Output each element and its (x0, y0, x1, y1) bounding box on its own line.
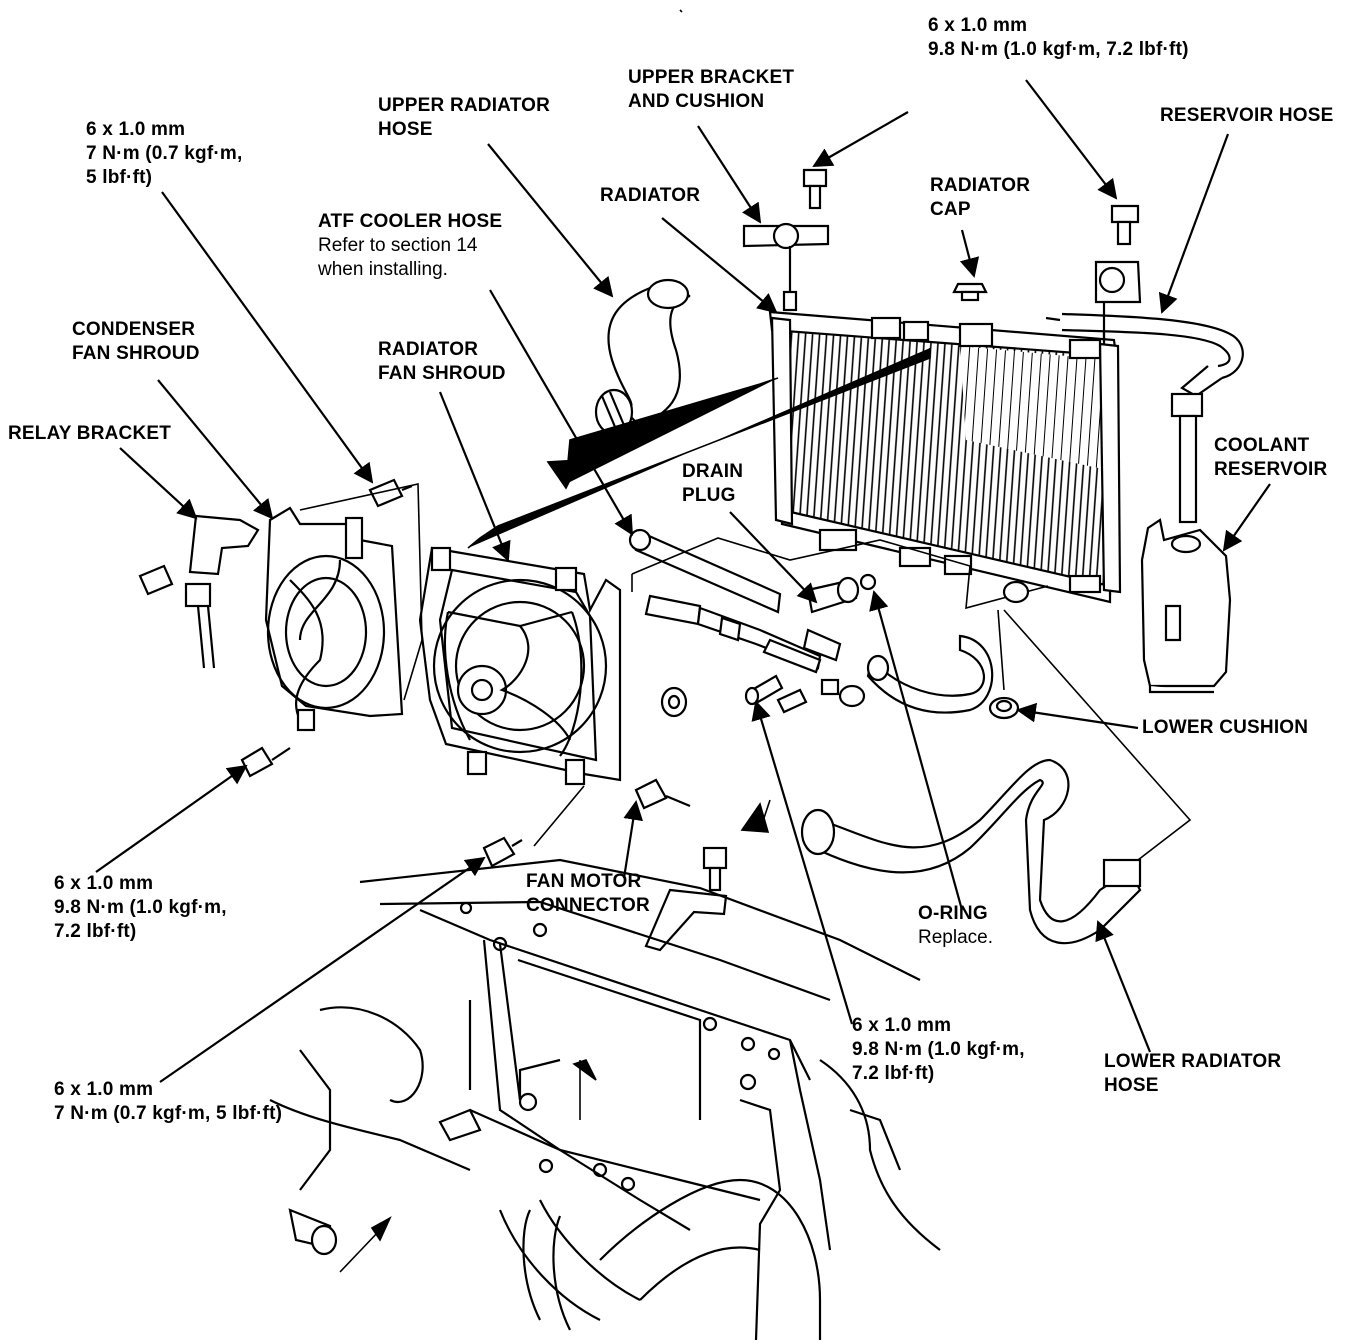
coolant-reservoir-art (1140, 518, 1232, 694)
mid-bolt-size: 6 x 1.0 mm (852, 1015, 952, 1036)
label-radiator: RADIATOR (600, 184, 700, 208)
label-lower-cushion: LOWER CUSHION (1142, 716, 1308, 740)
upper-bracket-center-art (742, 168, 830, 312)
drain-plug-line2: PLUG (682, 485, 736, 506)
condenser-fan-shroud-art (264, 506, 404, 732)
upper-radiator-hose-line1: UPPER RADIATOR (378, 95, 551, 116)
label-left-bolt-large-spec: 6 x 1.0 mm 9.8 N·m (1.0 kgf·m, 7.2 lbf·f… (54, 872, 227, 944)
top-bolt-torque: 9.8 N·m (1.0 kgf·m, 7.2 lbf·ft) (928, 39, 1189, 60)
mid-bolt-torque: 9.8 N·m (1.0 kgf·m, (852, 1039, 1025, 1060)
relay-bracket-art (138, 514, 260, 669)
left-bolts-art (240, 478, 523, 868)
label-reservoir-hose: RESERVOIR HOSE (1160, 104, 1334, 128)
leader-lines (95, 79, 1271, 1083)
fan-motor-connector-line1: FAN MOTOR (526, 871, 642, 892)
label-o-ring: O-RING Replace. (918, 902, 993, 950)
atf-cooler-hose-art (628, 528, 860, 696)
left-bolt-small-torque: 7 N·m (0.7 kgf·m, (86, 143, 243, 164)
left-bolt-small-torque-cont: 5 lbf·ft) (86, 167, 153, 188)
left-bolt-small-size: 6 x 1.0 mm (86, 119, 186, 140)
label-lower-radiator-hose: LOWER RADIATOR HOSE (1104, 1050, 1281, 1098)
direction-arrows (339, 348, 1192, 1273)
lower-radiator-hose-line2: HOSE (1104, 1075, 1159, 1096)
o-ring-line1: O-RING (918, 903, 988, 924)
radiator-cap-art (952, 282, 988, 302)
mid-bolts-art (634, 674, 866, 952)
upper-bracket-right-art (1094, 204, 1142, 342)
label-coolant-reservoir: COOLANT RESERVOIR (1214, 434, 1327, 482)
left-bolt-large-torque-cont: 7.2 lbf·ft) (54, 921, 137, 942)
upper-radiator-hose-art (594, 278, 691, 436)
upper-radiator-hose-line2: HOSE (378, 119, 433, 140)
leader-lines-plain (299, 9, 683, 847)
upper-bracket-line2: AND CUSHION (628, 91, 765, 112)
o-ring-note: Replace. (918, 927, 993, 948)
bottom-bolt-size: 6 x 1.0 mm (54, 1079, 154, 1100)
label-bottom-bolt-spec: 6 x 1.0 mm 7 N·m (0.7 kgf·m, 5 lbf·ft) (54, 1078, 282, 1126)
label-upper-radiator-hose: UPPER RADIATOR HOSE (378, 94, 550, 142)
reservoir-hose-line1: RESERVOIR HOSE (1160, 105, 1334, 126)
lower-radiator-hose-line1: LOWER RADIATOR (1104, 1051, 1282, 1072)
relay-bracket-line1: RELAY BRACKET (8, 423, 172, 444)
radiator-line1: RADIATOR (600, 185, 701, 206)
atf-cooler-hose-line1: ATF COOLER HOSE (318, 211, 503, 232)
radiator-fan-shroud-line2: FAN SHROUD (378, 363, 506, 384)
lower-radiator-hose-art (800, 758, 1142, 945)
label-top-bolt-spec: 6 x 1.0 mm 9.8 N·m (1.0 kgf·m, 7.2 lbf·f… (928, 14, 1189, 62)
label-left-bolt-small-spec: 6 x 1.0 mm 7 N·m (0.7 kgf·m, 5 lbf·ft) (86, 118, 243, 190)
coolant-reservoir-line2: RESERVOIR (1214, 459, 1328, 480)
left-bolt-large-torque: 9.8 N·m (1.0 kgf·m, (54, 897, 227, 918)
small-lower-hose-art (866, 634, 994, 714)
reservoir-hose-art (1045, 312, 1244, 524)
radiator-fan-shroud-art (418, 546, 622, 786)
drain-plug-line1: DRAIN (682, 461, 744, 482)
bottom-bolt-torque: 7 N·m (0.7 kgf·m, 5 lbf·ft) (54, 1103, 283, 1124)
label-condenser-fan-shroud: CONDENSER FAN SHROUD (72, 318, 200, 366)
radiator-fan-shroud-line1: RADIATOR (378, 339, 479, 360)
label-atf-cooler-hose: ATF COOLER HOSE Refer to section 14 when… (318, 210, 502, 282)
label-upper-bracket: UPPER BRACKET AND CUSHION (628, 66, 794, 114)
label-fan-motor-connector: FAN MOTOR CONNECTOR (526, 870, 650, 918)
label-radiator-cap: RADIATOR CAP (930, 174, 1030, 222)
lower-cushion-line1: LOWER CUSHION (1142, 717, 1309, 738)
o-ring-art (859, 573, 1030, 720)
condenser-fan-shroud-line1: CONDENSER (72, 319, 196, 340)
mid-bolt-torque-cont: 7.2 lbf·ft) (852, 1063, 935, 1084)
label-mid-bolt-spec: 6 x 1.0 mm 9.8 N·m (1.0 kgf·m, 7.2 lbf·f… (852, 1014, 1025, 1086)
top-bolt-size: 6 x 1.0 mm (928, 15, 1028, 36)
label-relay-bracket: RELAY BRACKET (8, 422, 171, 446)
coolant-reservoir-line1: COOLANT (1214, 435, 1310, 456)
atf-cooler-hose-note2: when installing. (318, 259, 448, 280)
left-bolt-large-size: 6 x 1.0 mm (54, 873, 154, 894)
atf-cooler-hose-note1: Refer to section 14 (318, 235, 478, 256)
radiator-cap-line2: CAP (930, 199, 971, 220)
condenser-fan-shroud-line2: FAN SHROUD (72, 343, 200, 364)
upper-bracket-line1: UPPER BRACKET (628, 67, 795, 88)
fan-motor-connector-line2: CONNECTOR (526, 895, 650, 916)
radiator-core (768, 310, 1122, 604)
label-drain-plug: DRAIN PLUG (682, 460, 743, 508)
radiator-cap-line1: RADIATOR (930, 175, 1031, 196)
label-radiator-fan-shroud: RADIATOR FAN SHROUD (378, 338, 506, 386)
vehicle-frame-art (269, 858, 941, 1341)
